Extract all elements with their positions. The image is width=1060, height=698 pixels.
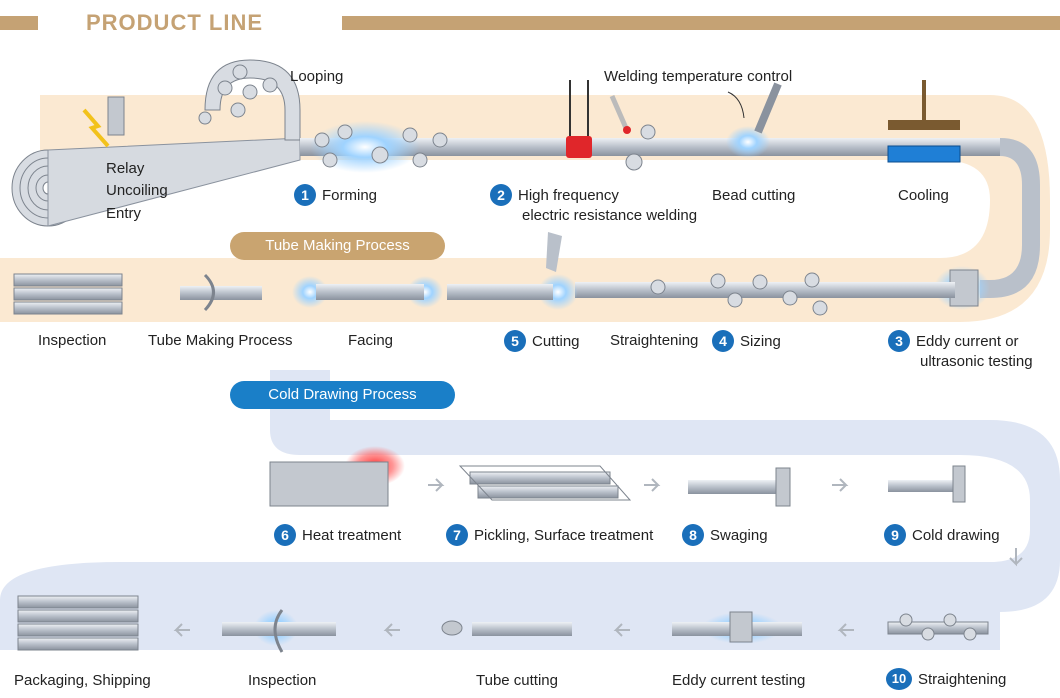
step-number: 4 bbox=[712, 330, 734, 352]
step-forming: 1 Forming bbox=[294, 184, 377, 206]
step-label: Cutting bbox=[532, 332, 580, 350]
entry-label: Entry bbox=[106, 205, 142, 222]
cold-drawing-band bbox=[0, 370, 1060, 650]
welding-temp-label: Welding temperature control bbox=[604, 68, 793, 85]
step-heat-treatment: 6 Heat treatment bbox=[274, 524, 401, 546]
tube-making-section: Tube Making Process bbox=[230, 232, 445, 260]
eddy-testing-label: Eddy current testing bbox=[672, 672, 806, 689]
step-label: High frequency bbox=[518, 186, 619, 204]
step-label: Eddy current or bbox=[916, 332, 1019, 350]
tube-bundle bbox=[13, 273, 123, 315]
step-number: 8 bbox=[682, 524, 704, 546]
forming-rolls bbox=[314, 124, 448, 168]
straightening-label: Straightening bbox=[610, 332, 699, 349]
packaged-bundle bbox=[17, 595, 139, 651]
relay-label: Relay bbox=[106, 160, 145, 177]
bead-cutting-label: Bead cutting bbox=[712, 187, 796, 204]
step-cutting: 5 Cutting bbox=[504, 330, 580, 352]
header-rule-left bbox=[0, 16, 38, 30]
pickling-tank bbox=[458, 465, 632, 501]
step-sizing: 4 Sizing bbox=[712, 330, 781, 352]
step-number: 7 bbox=[446, 524, 468, 546]
tube-cutting-label: Tube cutting bbox=[476, 672, 558, 689]
step-label: Straightening bbox=[918, 670, 1007, 688]
inspection-label: Inspection bbox=[38, 332, 107, 349]
step-hf-welding: 2 High frequency bbox=[490, 184, 619, 206]
step-label: Sizing bbox=[740, 332, 781, 350]
step-label: Forming bbox=[322, 186, 378, 204]
step-number: 5 bbox=[504, 330, 526, 352]
sizing-rolls bbox=[650, 272, 828, 316]
facing-label: Facing bbox=[348, 332, 394, 349]
step-straightening: 10 Straightening bbox=[886, 668, 1006, 690]
step-eddy: 3 Eddy current or bbox=[888, 330, 1019, 352]
step-number: 10 bbox=[886, 668, 912, 690]
cooling-unit bbox=[888, 120, 960, 130]
induction-coil bbox=[566, 136, 592, 158]
step-cold-drawing: 9 Cold drawing bbox=[884, 524, 1000, 546]
step-pickling: 7 Pickling, Surface treatment bbox=[446, 524, 653, 546]
header-rule-right bbox=[342, 16, 1060, 30]
step-number: 6 bbox=[274, 524, 296, 546]
step-number: 2 bbox=[490, 184, 512, 206]
step-number: 3 bbox=[888, 330, 910, 352]
step-label: Cold drawing bbox=[912, 526, 1000, 544]
straightening-rolls bbox=[887, 613, 989, 641]
pipe-bend bbox=[980, 138, 1040, 298]
step-label: Swaging bbox=[710, 526, 768, 544]
page-title: PRODUCT LINE bbox=[86, 10, 263, 35]
inspection-label: Inspection bbox=[248, 672, 317, 689]
looping-rolls bbox=[198, 59, 301, 141]
heat-furnace bbox=[269, 461, 389, 507]
cold-drawing-section: Cold Drawing Process bbox=[230, 381, 455, 409]
packaging-label: Packaging, Shipping bbox=[14, 672, 151, 689]
top-pipe bbox=[300, 138, 1000, 156]
cooling-label: Cooling bbox=[898, 187, 949, 204]
step-number: 1 bbox=[294, 184, 316, 206]
step-label: Pickling, Surface treatment bbox=[474, 526, 654, 544]
steel-strip bbox=[47, 137, 301, 227]
step-label: Heat treatment bbox=[302, 526, 402, 544]
uncoiling-label: Uncoiling bbox=[106, 182, 168, 199]
tube-making-process-label: Tube Making Process bbox=[148, 332, 293, 349]
step-swaging: 8 Swaging bbox=[682, 524, 768, 546]
step-number: 9 bbox=[884, 524, 906, 546]
step-label-line2: ultrasonic testing bbox=[920, 353, 1033, 370]
looping-label: Looping bbox=[290, 68, 344, 85]
step-label-line2: electric resistance welding bbox=[522, 207, 698, 224]
